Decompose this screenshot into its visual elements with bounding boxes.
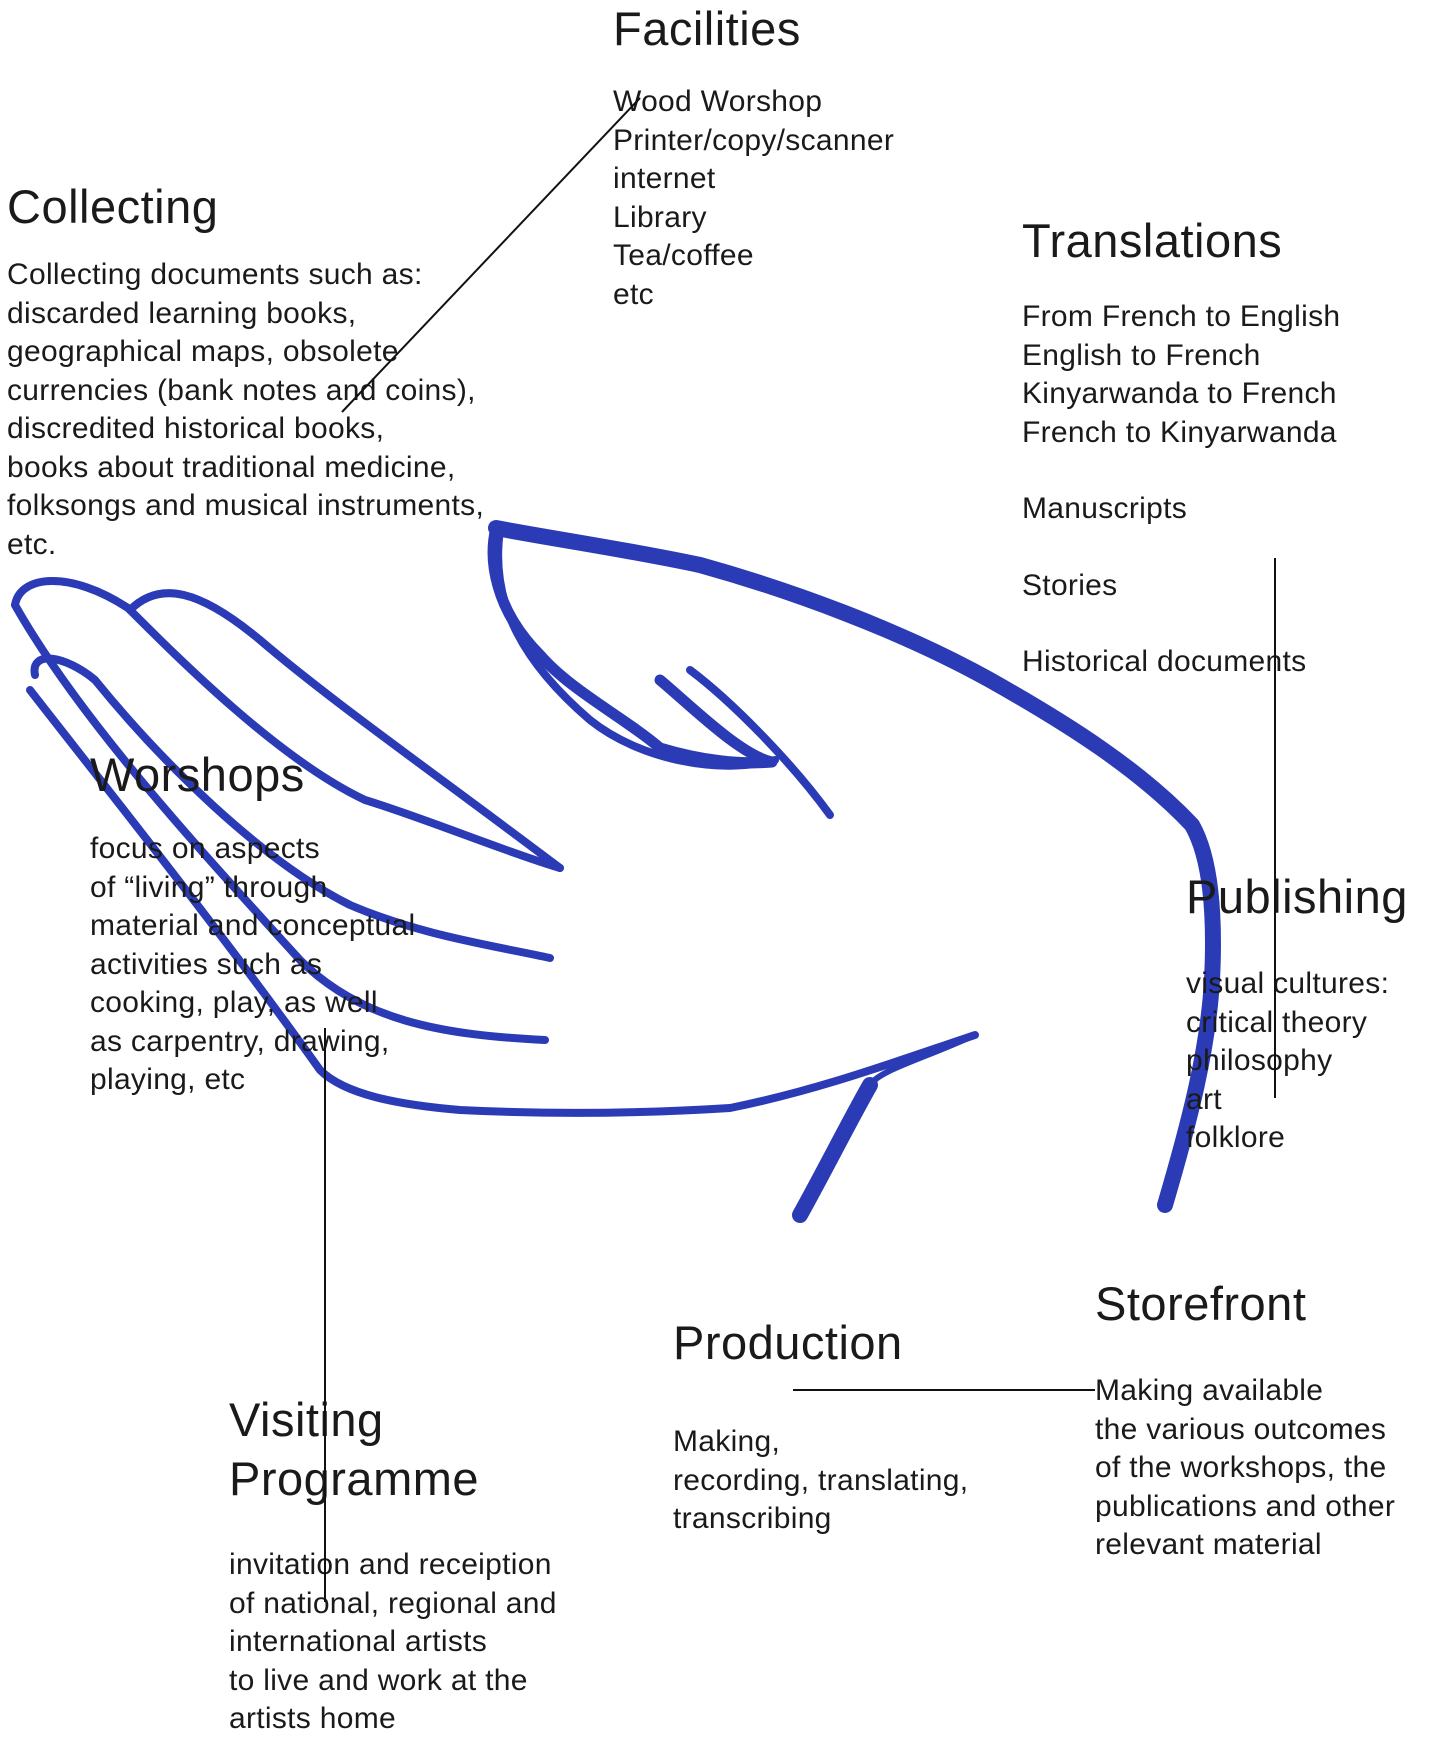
spacer — [1022, 452, 1340, 490]
list-item: discarded learning books, — [7, 296, 357, 330]
list-item: Collecting documents such as: — [7, 258, 423, 292]
list-item: recording, translating, — [673, 1463, 969, 1497]
list-item: publications and other — [1095, 1489, 1396, 1523]
hand-back-outline — [488, 520, 1221, 1213]
list-item: discredited historical books, — [7, 412, 385, 446]
publishing-section: Publishing visual cultures: critical the… — [1186, 870, 1408, 1158]
spacer — [1022, 529, 1340, 567]
list-item: Tea/coffee — [613, 239, 754, 273]
visiting-programme-section: Visiting Programme invitation and receip… — [229, 1393, 557, 1739]
production-section: Production Making, recording, translatin… — [673, 1316, 968, 1539]
list-item: Making available — [1095, 1374, 1324, 1408]
publishing-list: visual cultures: critical theory philoso… — [1186, 965, 1408, 1158]
list-item: geographical maps, obsolete — [7, 335, 399, 369]
list-item: currencies (bank notes and coins), — [7, 373, 476, 407]
list-item: international artists — [229, 1625, 488, 1659]
facilities-list: Wood Worshop Printer/copy/scanner intern… — [613, 83, 894, 314]
translations-list: From French to English English to French… — [1022, 298, 1340, 682]
list-item: books about traditional medicine, — [7, 450, 456, 484]
visiting-title-line1: Visiting — [229, 1393, 384, 1446]
translations-title: Translations — [1022, 214, 1283, 267]
list-item: critical theory — [1186, 1005, 1368, 1039]
list-item: etc. — [7, 527, 57, 561]
list-item: Stories — [1022, 568, 1118, 602]
hand-thumb-outline — [487, 522, 778, 769]
list-item: folklore — [1186, 1121, 1286, 1155]
hand-little-finger-2 — [26, 686, 979, 1117]
production-text: Making, recording, translating, transcri… — [673, 1423, 968, 1539]
storefront-title: Storefront — [1095, 1277, 1307, 1330]
visiting-title-line2: Programme — [229, 1452, 480, 1506]
list-item: artists home — [229, 1702, 396, 1736]
publishing-title: Publishing — [1186, 870, 1408, 923]
visiting-text: invitation and receiption of national, r… — [229, 1546, 557, 1739]
list-item: philosophy — [1186, 1044, 1333, 1078]
hand-palm-crease — [867, 1032, 978, 1088]
list-item: to live and work at the — [229, 1663, 528, 1697]
list-item: transcribing — [673, 1502, 832, 1536]
list-item: Library — [613, 200, 707, 234]
hand-index-finger — [126, 589, 564, 872]
list-item: Historical documents — [1022, 645, 1307, 679]
workshops-text: focus on aspects of “living” through mat… — [90, 830, 415, 1100]
list-item: relevant material — [1095, 1528, 1322, 1562]
list-item: Manuscripts — [1022, 492, 1188, 526]
collecting-text: Collecting documents such as: discarded … — [7, 256, 484, 564]
list-item: folksongs and musical instruments, — [7, 489, 485, 523]
list-item: material and conceptual — [90, 909, 416, 943]
list-item: invitation and receiption — [229, 1548, 552, 1582]
hand-wrist-left — [792, 1077, 878, 1223]
list-item: cooking, play, as well — [90, 986, 378, 1020]
list-item: Printer/copy/scanner — [613, 123, 895, 157]
list-item: internet — [613, 162, 716, 196]
workshops-section: Worshops focus on aspects of “living” th… — [90, 748, 415, 1100]
list-item: English to French — [1022, 338, 1261, 372]
list-item: of national, regional and — [229, 1586, 557, 1620]
list-item: art — [1186, 1082, 1222, 1116]
facilities-title: Facilities — [613, 2, 801, 55]
facilities-section: Facilities Wood Worshop Printer/copy/sca… — [613, 2, 894, 314]
storefront-text: Making available the various outcomes of… — [1095, 1372, 1395, 1565]
production-title: Production — [673, 1316, 903, 1369]
list-item: activities such as — [90, 947, 323, 981]
collecting-section: Collecting Collecting documents such as:… — [7, 180, 484, 564]
list-item: French to Kinyarwanda — [1022, 415, 1337, 449]
list-item: the various outcomes — [1095, 1412, 1387, 1446]
translations-section: Translations From French to English Engl… — [1022, 214, 1340, 682]
hand-ring-finger — [30, 654, 554, 962]
storefront-section: Storefront Making available the various … — [1095, 1277, 1395, 1565]
spacer — [1022, 605, 1340, 643]
list-item: focus on aspects — [90, 832, 320, 866]
list-item: Kinyarwanda to French — [1022, 377, 1337, 411]
list-item: Wood Worshop — [613, 85, 823, 119]
workshops-title: Worshops — [90, 748, 305, 801]
hand-little-finger — [11, 601, 549, 1044]
list-item: etc — [613, 277, 654, 311]
collecting-title: Collecting — [7, 180, 219, 233]
list-item: as carpentry, drawing, — [90, 1024, 390, 1058]
hand-middle-finger — [11, 577, 564, 872]
list-item: of the workshops, the — [1095, 1451, 1387, 1485]
list-item: Making, — [673, 1425, 781, 1459]
hand-thumb-inner — [494, 526, 834, 819]
list-item: From French to English — [1022, 300, 1341, 334]
list-item: playing, etc — [90, 1063, 246, 1097]
list-item: of “living” through — [90, 870, 328, 904]
list-item: visual cultures: — [1186, 967, 1390, 1001]
